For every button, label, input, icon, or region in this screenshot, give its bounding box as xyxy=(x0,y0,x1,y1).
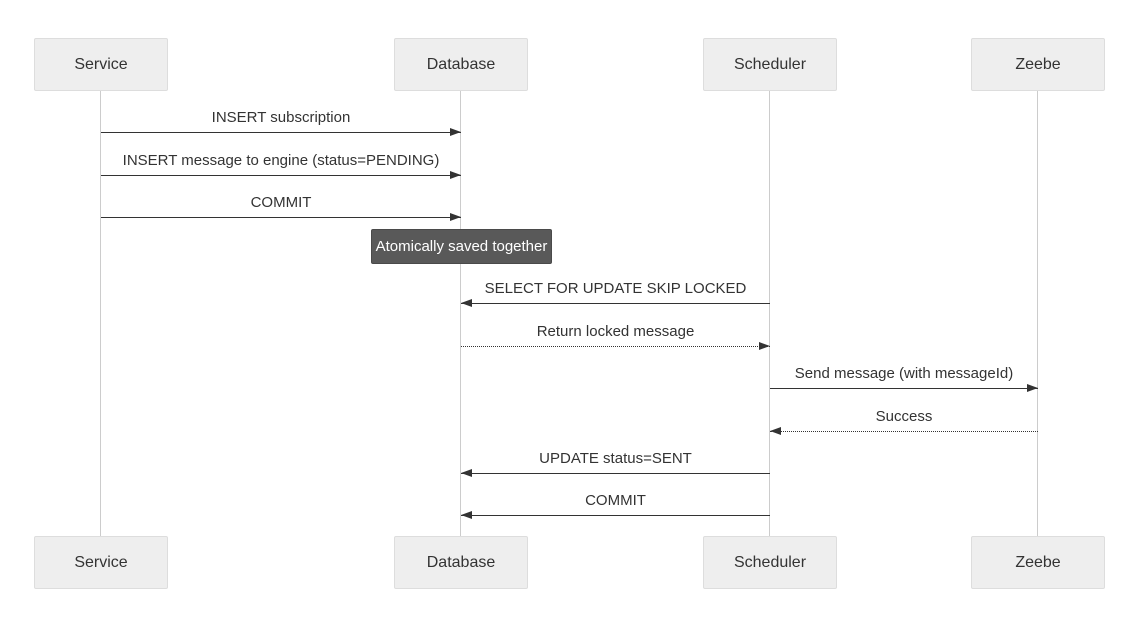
message-arrow xyxy=(101,170,461,179)
note-atomically-saved: Atomically saved together xyxy=(371,229,552,264)
message-label: COMMIT xyxy=(250,194,312,211)
arrowhead-right-icon xyxy=(450,127,461,136)
message-label: SELECT FOR UPDATE SKIP LOCKED xyxy=(484,280,747,297)
arrowhead-right-icon xyxy=(759,341,770,350)
actor-label: Zeebe xyxy=(1015,553,1061,571)
actor-box-zeebe-bottom: Zeebe xyxy=(971,536,1105,589)
lifeline-zeebe xyxy=(1037,91,1038,537)
lifeline-service xyxy=(100,91,101,537)
lifeline-scheduler xyxy=(769,91,770,537)
arrowhead-right-icon xyxy=(450,212,461,221)
actor-box-database-top: Database xyxy=(394,38,528,91)
message-arrow xyxy=(461,510,770,519)
message-label: COMMIT xyxy=(585,492,646,509)
message-arrow xyxy=(461,298,770,307)
arrowhead-left-icon xyxy=(461,298,472,307)
message-arrow-dotted xyxy=(461,341,770,350)
actor-box-scheduler-top: Scheduler xyxy=(703,38,837,91)
message-arrow xyxy=(770,383,1038,392)
message-arrow-dotted xyxy=(770,426,1038,435)
actor-box-service-top: Service xyxy=(34,38,168,91)
arrowhead-left-icon xyxy=(461,510,472,519)
message-arrow xyxy=(101,127,461,136)
message-label: INSERT subscription xyxy=(211,109,351,126)
arrowhead-right-icon xyxy=(450,170,461,179)
actor-label: Scheduler xyxy=(733,55,807,73)
actor-box-service-bottom: Service xyxy=(34,536,168,589)
message-label: Return locked message xyxy=(536,323,695,340)
arrowhead-right-icon xyxy=(1027,383,1038,392)
lifeline-database xyxy=(460,91,461,537)
message-label: UPDATE status=SENT xyxy=(539,450,692,467)
actor-label: Scheduler xyxy=(733,553,807,571)
actor-label: Service xyxy=(74,55,128,73)
arrowhead-left-icon xyxy=(770,426,781,435)
note-label: Atomically saved together xyxy=(375,238,548,255)
message-label: Success xyxy=(875,408,933,425)
actor-label: Database xyxy=(426,55,496,73)
actor-box-database-bottom: Database xyxy=(394,536,528,589)
actor-label: Database xyxy=(426,553,496,571)
message-label: Send message (with messageId) xyxy=(794,365,1014,382)
actor-label: Service xyxy=(74,553,128,571)
actor-box-zeebe-top: Zeebe xyxy=(971,38,1105,91)
message-arrow xyxy=(461,468,770,477)
arrowhead-left-icon xyxy=(461,468,472,477)
actor-box-scheduler-bottom: Scheduler xyxy=(703,536,837,589)
actor-label: Zeebe xyxy=(1015,55,1061,73)
message-arrow xyxy=(101,212,461,221)
message-label: INSERT message to engine (status=PENDING… xyxy=(122,152,440,169)
